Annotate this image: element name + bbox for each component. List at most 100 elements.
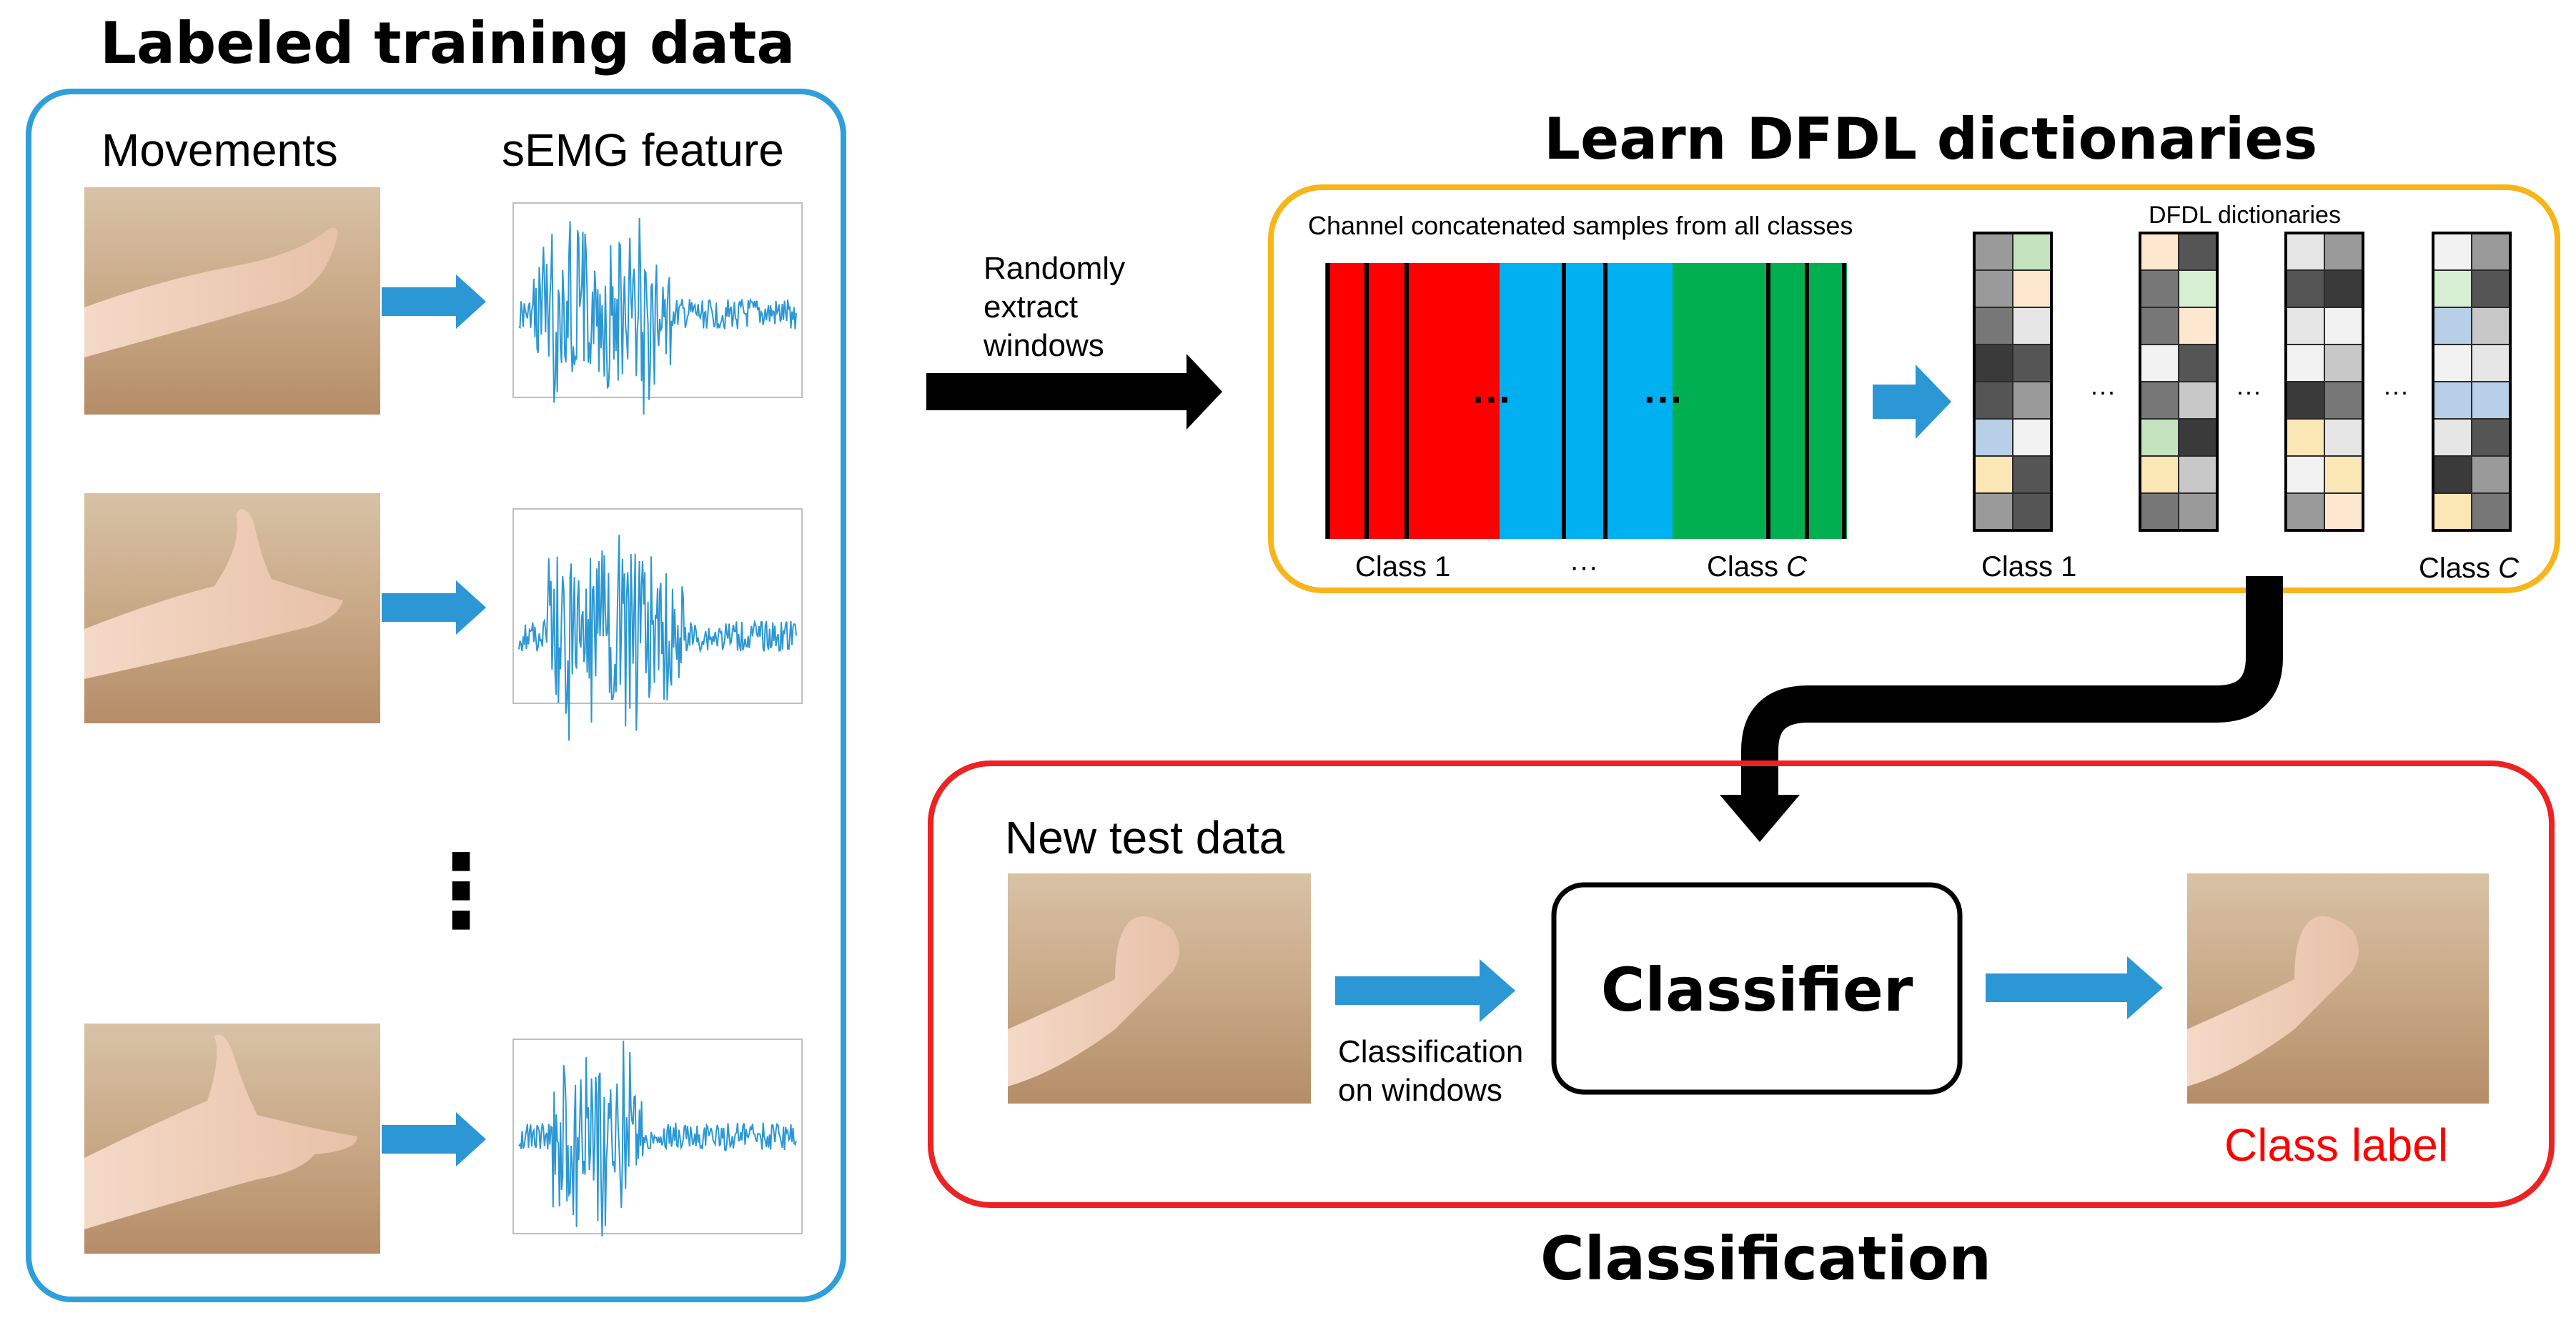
- dictionaries-caption: DFDL dictionaries: [2149, 202, 2341, 229]
- dictionary-frame: [2284, 232, 2364, 532]
- dictionary-atom: [2178, 492, 2218, 531]
- dictionary-atom: [2432, 381, 2472, 420]
- dictionary-atom: [2139, 381, 2179, 420]
- dictionary-atom: [2178, 307, 2218, 345]
- dictionary-atom: [1973, 492, 2013, 531]
- dictionary-atom: [2178, 344, 2218, 382]
- training-panel-frame: [26, 89, 846, 1302]
- extract-text-line3: windows: [983, 328, 1104, 363]
- dictionary-atom: [1973, 307, 2013, 345]
- dictionary-atom: [2178, 232, 2218, 271]
- movement-photo-3: [84, 1024, 380, 1254]
- test-photo: [1008, 873, 1311, 1104]
- dictionary-atom: [2471, 307, 2511, 345]
- dict-ellipsis-3: ···: [2383, 377, 2409, 406]
- dictionary-atom: [2012, 455, 2052, 494]
- dictionary-atom: [2285, 381, 2325, 420]
- dictionary-atom: [1973, 232, 2013, 271]
- arrow-right-icon: [382, 580, 486, 635]
- dictionary-atom: [2139, 455, 2179, 494]
- semg-plot-2: [512, 508, 803, 741]
- dictionary-atom: [2324, 232, 2364, 271]
- dictionary-atom: [2471, 455, 2511, 494]
- dictionary-frame: [2432, 232, 2512, 532]
- semg-signal-3: [518, 1040, 797, 1237]
- dictionary-atom: [2432, 418, 2472, 457]
- semg-signal-2: [518, 535, 797, 741]
- dictionary-atom: [2471, 418, 2511, 457]
- movements-label: Movements: [101, 124, 338, 176]
- dictionary-atom: [2178, 455, 2218, 494]
- semg-signal-1: [518, 217, 797, 415]
- dictionary-atom: [2432, 232, 2472, 271]
- dictionary-atom: [2432, 344, 2472, 382]
- learn-title: Learn DFDL dictionaries: [1544, 106, 2317, 172]
- dictionary-atom: [2139, 307, 2179, 345]
- samples-class-1-label: Class 1: [1355, 551, 1450, 583]
- dictionary-atom: [2471, 269, 2511, 308]
- dictionary-atom: [2432, 269, 2472, 308]
- dictionary-frame: [2139, 232, 2219, 532]
- class-middle-block: [1500, 263, 1673, 539]
- semg-plot-3: [512, 1039, 803, 1237]
- dictionary-atom: [2285, 232, 2325, 271]
- dictionary-atom: [2471, 381, 2511, 420]
- dict-ellipsis-1: ···: [2090, 377, 2116, 406]
- thick-arrow-icon: [926, 354, 1222, 430]
- extract-text-line2: extract: [984, 289, 1078, 324]
- dictionary-atom: [2432, 492, 2472, 531]
- vertical-ellipsis: ⋮: [411, 835, 511, 947]
- ellipsis-in-red: ···: [1472, 377, 1512, 422]
- new-test-data-label: New test data: [1005, 812, 1285, 863]
- classification-on-windows-line1: Classification: [1338, 1034, 1523, 1069]
- dict-class-1-label: Class 1: [1981, 551, 2076, 583]
- dictionary-atom: [2012, 307, 2052, 345]
- dictionary-atom: [2285, 492, 2325, 531]
- arrow-right-icon: [1335, 959, 1515, 1022]
- dictionary-atom: [2139, 269, 2179, 308]
- dictionary-atom: [2324, 307, 2364, 345]
- dictionary-atom: [2285, 418, 2325, 457]
- dictionary-atom: [2139, 344, 2179, 382]
- dictionary-atom: [2178, 381, 2218, 420]
- dictionary-atom: [1973, 269, 2013, 308]
- dictionary-atom: [2178, 269, 2218, 308]
- curved-down-arrow-icon: [1720, 576, 2283, 842]
- dictionary-atom: [2432, 307, 2472, 345]
- dictionary-atom: [2012, 492, 2052, 531]
- ellipsis-in-blue: ···: [1644, 377, 1684, 422]
- samples-class-c-label: Class C: [1707, 551, 1808, 583]
- dictionary-atom: [2139, 232, 2179, 271]
- class-1-block: [1325, 263, 1500, 539]
- dictionary-atom: [2139, 492, 2179, 531]
- class-c-block: [1673, 263, 1847, 539]
- dictionary-atom: [2012, 344, 2052, 382]
- arrow-right-icon: [382, 1112, 486, 1166]
- dictionary-atom: [2012, 269, 2052, 308]
- dictionary-atom: [2012, 418, 2052, 457]
- dictionary-atom: [1973, 455, 2013, 494]
- samples-caption: Channel concatenated samples from all cl…: [1308, 211, 1853, 240]
- dictionary-atom: [2178, 418, 2218, 457]
- dictionary-atom: [2324, 269, 2364, 308]
- dictionary-atom: [2285, 455, 2325, 494]
- dictionary-atom: [1973, 418, 2013, 457]
- arrow-right-icon: [382, 274, 486, 329]
- dictionary-atom: [2012, 232, 2052, 271]
- dictionary-atom: [1973, 344, 2013, 382]
- dictionary-atom: [2012, 381, 2052, 420]
- dictionary-atom: [2324, 381, 2364, 420]
- classifier-label: Classifier: [1601, 955, 1913, 1025]
- classification-on-windows-line2: on windows: [1338, 1073, 1502, 1108]
- class-label-output: Class label: [2224, 1119, 2448, 1171]
- dictionary-atom: [2471, 492, 2511, 531]
- dictionary-atom: [2139, 418, 2179, 457]
- result-photo: [2187, 873, 2489, 1104]
- dictionary-atom: [2471, 344, 2511, 382]
- extract-text-line1: Randomly: [984, 251, 1125, 286]
- dict-class-c-label: Class C: [2419, 552, 2520, 584]
- classifier-box: [1551, 882, 1963, 1095]
- training-title: Labeled training data: [100, 10, 795, 76]
- movement-photo-1: [84, 187, 380, 415]
